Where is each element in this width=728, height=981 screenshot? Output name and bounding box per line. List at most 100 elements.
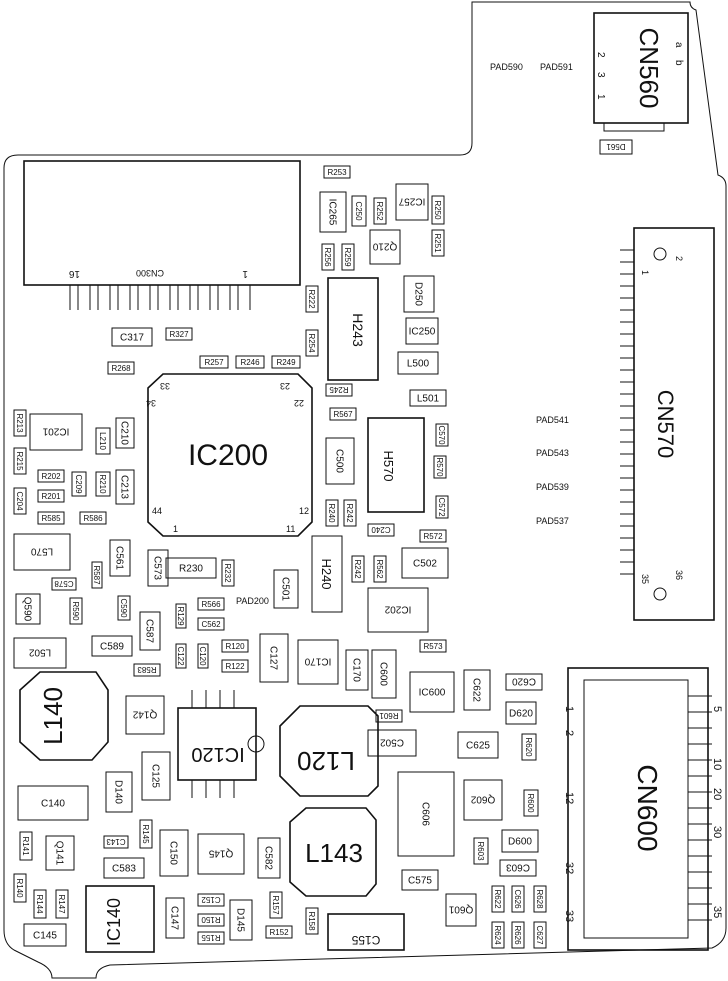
component-r202: R202 bbox=[37, 469, 65, 483]
component-c125-label: C125 bbox=[150, 764, 161, 788]
component-r628: R628 bbox=[533, 885, 547, 913]
component-c561-body bbox=[109, 539, 131, 577]
component-r232-label: R232 bbox=[223, 563, 232, 583]
component-c600-body bbox=[371, 649, 397, 699]
component-c317: C317 bbox=[111, 327, 153, 347]
component-r120-label: R120 bbox=[225, 642, 245, 651]
component-c250: C250 bbox=[351, 195, 367, 227]
component-c147-label: C147 bbox=[169, 906, 180, 930]
component-r586-label: R586 bbox=[83, 514, 103, 523]
component-c603: C603 bbox=[499, 859, 537, 877]
component-r626-label: R626 bbox=[513, 925, 522, 945]
component-c627: C627 bbox=[533, 921, 547, 949]
cn300-label: CN300 bbox=[136, 268, 164, 278]
component-c570: C570 bbox=[435, 423, 449, 447]
cn600-connector: CN600 1 5 2 10 12 20 30 32 33 35 bbox=[563, 667, 723, 951]
component-r129-label: R129 bbox=[176, 606, 185, 626]
component-ic201: IC201 bbox=[29, 413, 83, 451]
component-q601-body bbox=[445, 893, 477, 927]
component-c250-label: C250 bbox=[354, 201, 363, 221]
component-r222: R222 bbox=[305, 285, 319, 313]
ic200-pin22: 22 bbox=[294, 398, 304, 408]
component-r624-body bbox=[491, 921, 505, 949]
c155-capacitor: C155 bbox=[327, 913, 405, 951]
component-c250-body bbox=[351, 195, 367, 227]
component-c145-body bbox=[23, 923, 67, 947]
component-r150: R150 bbox=[197, 913, 225, 927]
component-r628-body bbox=[533, 885, 547, 913]
cn570-pin35: 35 bbox=[640, 574, 650, 584]
component-r158-label: R158 bbox=[307, 911, 316, 931]
component-c127: C127 bbox=[259, 633, 289, 683]
ic200-pin33: 33 bbox=[160, 381, 170, 391]
component-d140-label: D140 bbox=[113, 780, 124, 804]
component-ic202: IC202 bbox=[367, 587, 429, 633]
component-r268-body bbox=[107, 361, 135, 375]
component-d620-body bbox=[505, 701, 537, 725]
component-r590: R590 bbox=[69, 597, 83, 625]
component-d140-body bbox=[105, 771, 133, 813]
component-c152: C152 bbox=[197, 893, 225, 907]
component-c210-label: C210 bbox=[119, 421, 130, 445]
component-r242b-label: R242 bbox=[353, 559, 362, 579]
component-c125: C125 bbox=[141, 751, 171, 801]
component-r249-label: R249 bbox=[276, 358, 296, 367]
component-r251-body bbox=[431, 229, 445, 257]
component-c150-body bbox=[159, 829, 189, 877]
component-r628-label: R628 bbox=[535, 889, 544, 909]
component-r256: R256 bbox=[321, 243, 335, 271]
component-r155-body bbox=[197, 931, 225, 945]
component-c127-label: C127 bbox=[268, 646, 279, 670]
component-c213-body bbox=[115, 469, 135, 505]
component-d250: D250 bbox=[403, 275, 435, 313]
component-q601-label: Q601 bbox=[448, 904, 473, 915]
component-r213-body bbox=[13, 409, 27, 437]
ic200-label: IC200 bbox=[188, 439, 268, 472]
component-r215-body bbox=[13, 447, 27, 475]
l120-inductor: L120 bbox=[279, 705, 379, 797]
ic200-chip: IC200 33 23 34 22 44 12 1 11 bbox=[146, 373, 313, 537]
component-l210-label: L210 bbox=[98, 432, 107, 450]
component-r567-label: R567 bbox=[333, 410, 353, 419]
component-c122-label: C122 bbox=[176, 646, 185, 666]
component-r249-body bbox=[271, 355, 301, 369]
component-r268-label: R268 bbox=[111, 364, 131, 373]
component-c213: C213 bbox=[115, 469, 135, 505]
component-r257: R257 bbox=[199, 355, 229, 369]
component-c561-label: C561 bbox=[114, 546, 125, 570]
component-c587: C587 bbox=[139, 611, 161, 651]
component-r250-body bbox=[431, 195, 445, 225]
component-c582: C582 bbox=[257, 837, 281, 879]
component-r590-body bbox=[69, 597, 83, 625]
component-d250-label: D250 bbox=[413, 282, 424, 306]
cn600-label: CN600 bbox=[632, 764, 663, 851]
ic200-pin12: 12 bbox=[299, 506, 309, 516]
component-ic202-body bbox=[367, 587, 429, 633]
component-r603-label: R603 bbox=[476, 841, 485, 861]
component-ic202-label: IC202 bbox=[384, 604, 411, 615]
component-q210-body bbox=[369, 229, 401, 265]
component-r245-body bbox=[325, 383, 353, 397]
cn570-pin2: 2 bbox=[674, 256, 684, 261]
cn300-pin1: 1 bbox=[242, 268, 248, 279]
component-c620-body bbox=[505, 673, 543, 691]
component-r570-body bbox=[433, 455, 447, 479]
component-r120: R120 bbox=[221, 639, 249, 653]
component-c170-body bbox=[345, 649, 369, 691]
cn600-pin10: 10 bbox=[711, 758, 723, 770]
component-r249: R249 bbox=[271, 355, 301, 369]
component-c590-body bbox=[117, 595, 131, 621]
component-c620: C620 bbox=[505, 673, 543, 691]
component-r562-body bbox=[373, 555, 387, 583]
component-r242-body bbox=[343, 499, 357, 527]
component-c501: C501 bbox=[273, 569, 299, 609]
component-c209-body bbox=[71, 471, 87, 497]
component-d561-body bbox=[599, 139, 633, 155]
component-c204-body bbox=[13, 487, 27, 515]
component-r259: R259 bbox=[341, 243, 355, 271]
component-c170-label: C170 bbox=[351, 658, 362, 682]
component-c600: C600 bbox=[371, 649, 397, 699]
component-c501-label: C501 bbox=[280, 577, 291, 601]
component-r590-label: R590 bbox=[71, 601, 80, 621]
cn600-pin5: 5 bbox=[711, 706, 723, 712]
